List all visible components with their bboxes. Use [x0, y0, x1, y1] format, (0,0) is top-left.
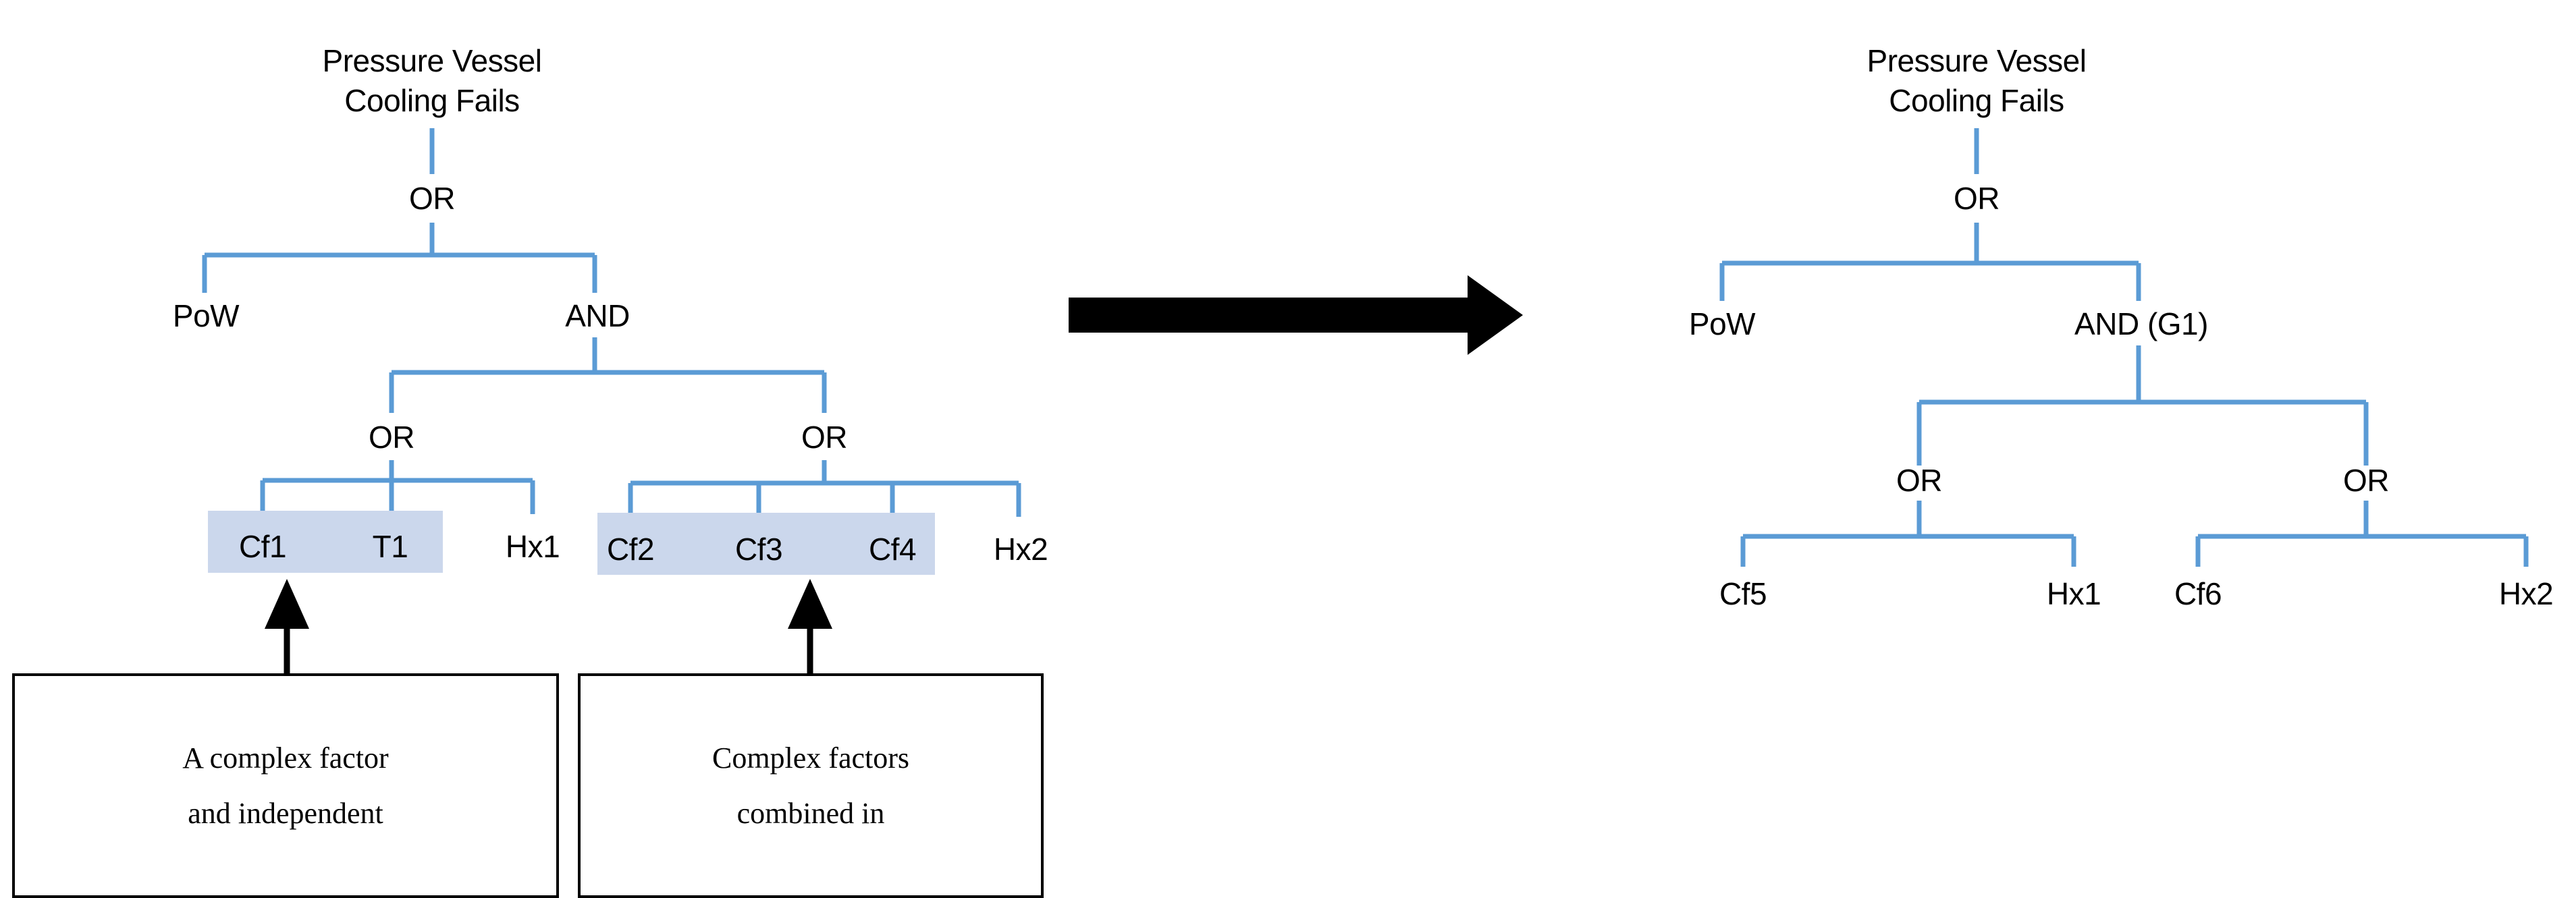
- callout-right-line1: Complex factors: [712, 741, 910, 775]
- highlight-band-cf2-cf3-cf4: [597, 513, 935, 575]
- callout-left-line1: A complex factor: [182, 741, 389, 775]
- left-leaf-pow[interactable]: PoW: [172, 298, 240, 333]
- right-gate-top-or[interactable]: OR: [1954, 180, 2000, 216]
- highlight-band-cf1-t1: [208, 511, 443, 573]
- left-leaf-cf2[interactable]: Cf2: [606, 531, 655, 567]
- callout-box-left: A complex factor and independent: [12, 673, 559, 898]
- right-root-node: Pressure Vessel Cooling Fails: [1867, 41, 2087, 121]
- left-root-line2: Cooling Fails: [344, 83, 520, 118]
- right-gate-or-left[interactable]: OR: [1896, 462, 1943, 498]
- left-root-node: Pressure Vessel Cooling Fails: [323, 41, 542, 121]
- callout-left-line2: and independent: [188, 796, 383, 830]
- left-leaf-cf3[interactable]: Cf3: [734, 531, 783, 567]
- left-gate-and[interactable]: AND: [565, 298, 630, 333]
- right-leaf-cf6[interactable]: Cf6: [2174, 576, 2222, 611]
- left-leaf-t1[interactable]: T1: [372, 528, 408, 564]
- left-gate-top-or[interactable]: OR: [409, 180, 456, 216]
- transform-arrow-icon: [1069, 275, 1523, 355]
- left-root-line1: Pressure Vessel: [322, 43, 542, 79]
- left-leaf-cf4[interactable]: Cf4: [868, 531, 917, 567]
- right-leaf-cf5[interactable]: Cf5: [1719, 576, 1767, 611]
- callout-arrow-left: [265, 579, 309, 675]
- right-gate-and-g1[interactable]: AND (G1): [2074, 306, 2208, 341]
- left-leaf-cf1[interactable]: Cf1: [238, 528, 287, 564]
- right-leaf-hx1[interactable]: Hx1: [2046, 576, 2101, 611]
- callout-right-line2: combined in: [736, 796, 885, 830]
- left-gate-or-right[interactable]: OR: [801, 419, 848, 455]
- right-root-line2: Cooling Fails: [1889, 83, 2064, 118]
- right-gate-or-right[interactable]: OR: [2343, 462, 2390, 498]
- callout-box-right: Complex factors combined in: [578, 673, 1044, 898]
- left-gate-or-left[interactable]: OR: [369, 419, 415, 455]
- callout-arrow-right: [788, 579, 832, 675]
- right-leaf-hx2[interactable]: Hx2: [2498, 576, 2554, 611]
- right-leaf-pow[interactable]: PoW: [1688, 306, 1756, 341]
- right-root-line1: Pressure Vessel: [1867, 43, 2087, 79]
- left-leaf-hx2[interactable]: Hx2: [993, 531, 1048, 567]
- left-leaf-hx1[interactable]: Hx1: [505, 528, 560, 564]
